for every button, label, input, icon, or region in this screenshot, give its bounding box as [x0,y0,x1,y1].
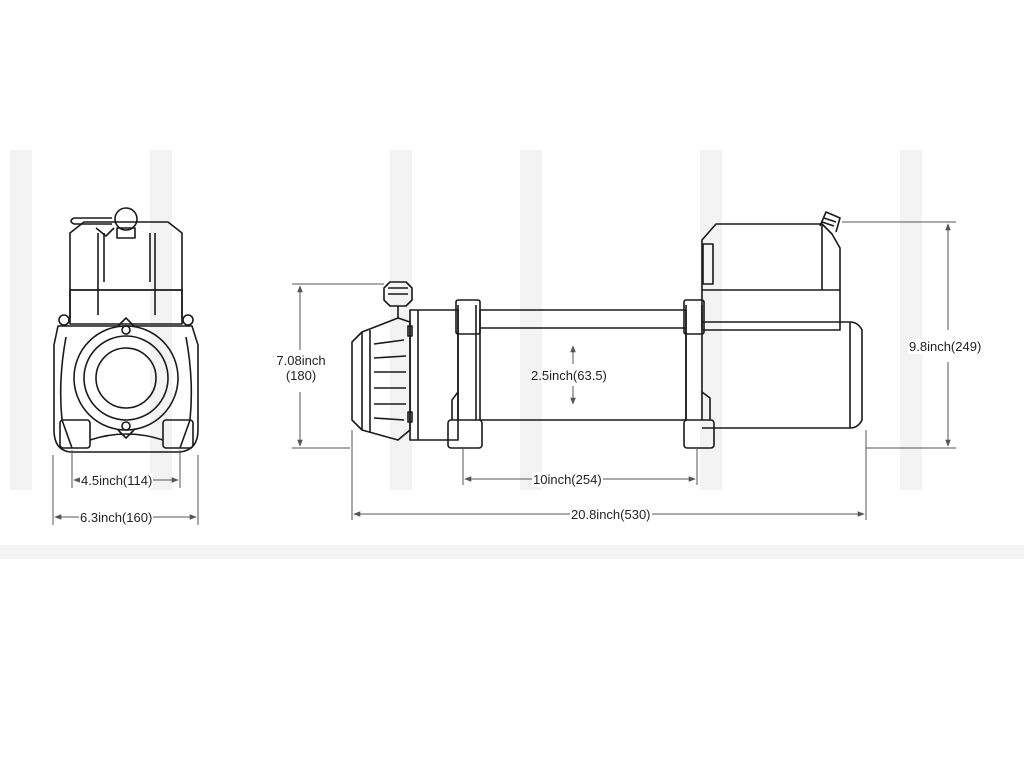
drum-diameter-label: 2.5inch(63.5) [531,368,607,383]
side-height-label: 7.08inch (180) [268,353,334,383]
side-terminal-post [819,211,841,233]
front-terminal-knob [114,207,138,231]
front-drum-inner [95,347,157,409]
front-foot-right [162,419,194,449]
side-clutch-knob [383,281,413,307]
front-foot-left [59,419,91,449]
mount-spacing-label: 10inch(254) [532,472,603,487]
side-view [351,211,863,449]
front-overall-width-label: 6.3inch(160) [79,510,154,525]
side-left-support [447,419,483,449]
side-drum [479,309,687,421]
side-gearbox-cone [351,317,411,441]
side-height-label-line2: (180) [285,368,317,383]
overall-length-label: 20.8inch(530) [570,507,652,522]
front-bolt-spacing-label: 4.5inch(114) [80,473,154,488]
side-right-support [683,419,715,449]
front-view [53,207,199,453]
overall-height-label: 9.8inch(249) [908,339,983,354]
side-motor-housing [702,321,863,429]
watermark-pattern [0,150,1024,559]
front-drum-ring [83,335,169,421]
front-box-lower [69,289,183,325]
side-height-label-line1: 7.08inch [276,353,326,368]
side-control-box [701,223,841,331]
